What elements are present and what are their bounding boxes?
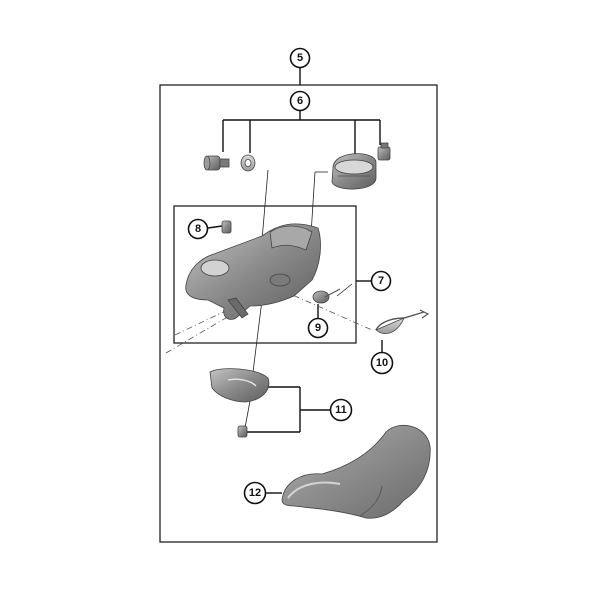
screw-part — [221, 220, 232, 234]
svg-text:11: 11 — [335, 404, 347, 416]
svg-text:12: 12 — [249, 487, 261, 499]
callout-10: 10 — [370, 351, 394, 375]
svg-text:8: 8 — [195, 223, 201, 235]
bracket-cover-part — [281, 425, 431, 519]
callout-5: 5 — [289, 47, 311, 69]
svg-text:10: 10 — [376, 357, 388, 369]
washer-part — [240, 154, 256, 172]
svg-text:7: 7 — [378, 275, 384, 287]
callout-7: 7 — [370, 270, 392, 292]
return-spring-part — [375, 309, 430, 334]
callout-9: 9 — [307, 317, 329, 339]
callout-6: 6 — [289, 90, 311, 112]
svg-text:5: 5 — [297, 52, 303, 64]
clamp-band-part — [331, 153, 377, 190]
callout-12: 12 — [243, 481, 267, 505]
spring-washer-part — [312, 288, 341, 304]
callout-11: 11 — [329, 398, 353, 422]
cover-plate-part — [209, 368, 270, 403]
lever-bracket-part — [185, 223, 321, 320]
cover-screw-part — [237, 425, 248, 438]
callout-8: 8 — [187, 218, 209, 240]
bolt-part — [203, 155, 230, 171]
svg-text:9: 9 — [315, 322, 321, 334]
clamp-bolt-part — [377, 142, 391, 161]
svg-text:6: 6 — [297, 95, 303, 107]
outer-frame — [159, 84, 438, 543]
